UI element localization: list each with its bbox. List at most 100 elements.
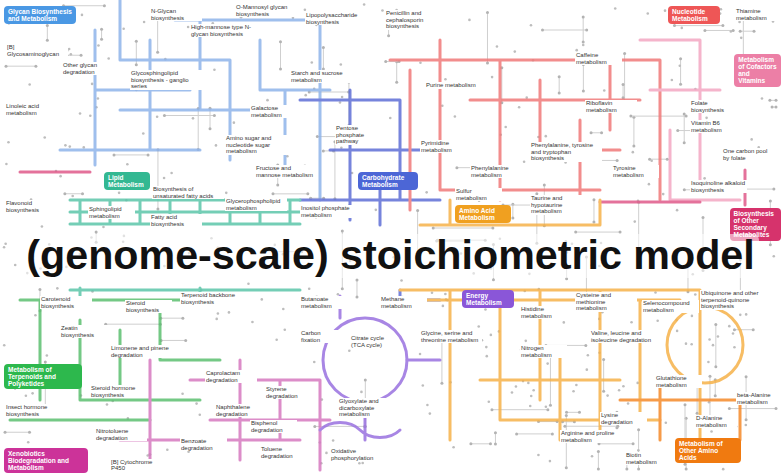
compound-dot [82, 146, 85, 149]
compound-dot [625, 468, 628, 471]
compound-dot [656, 319, 659, 322]
pathway-label: Amino sugar and nucleotide sugar metabol… [225, 135, 297, 155]
category-box: Energy Metabolism [462, 290, 514, 308]
pathway-label: Fatty acid biosynthesis [150, 214, 202, 227]
compound-dot [630, 321, 633, 324]
compound-dot [574, 231, 577, 234]
compound-dot [454, 115, 457, 118]
compound-dot [97, 44, 100, 47]
compound-dot [355, 279, 358, 282]
pathway-label: Fructose and mannose metabolism [255, 165, 317, 178]
compound-dot [340, 63, 343, 66]
compound-dot [646, 12, 649, 15]
compound-dot [485, 346, 488, 349]
compound-dot [3, 246, 6, 249]
compound-dot [486, 11, 489, 14]
category-name: Energy Metabolism [466, 292, 510, 306]
compound-dot [118, 192, 121, 195]
grey-link [680, 59, 681, 84]
pathway-label: Butanoate metabolism [300, 296, 347, 309]
compound-dot [68, 48, 71, 51]
compound-dot [107, 57, 110, 60]
compound-dot [572, 390, 575, 393]
compound-dot [126, 163, 129, 166]
compound-dot [228, 311, 231, 314]
compound-dot [28, 431, 31, 434]
compound-dot [360, 391, 363, 394]
grey-link [715, 324, 716, 366]
pathway-label: Biotin metabolism [625, 452, 667, 465]
pathway-label: Histidine metabolism [520, 306, 567, 319]
compound-dot [685, 468, 688, 471]
compound-dot [395, 81, 398, 84]
pathway-label: Glycosphingolipid biosynthesis - ganglio… [130, 70, 202, 90]
category-name: Glycan Biosynthesis and Metabolism [8, 8, 72, 22]
pathway-label: Lysine degradation [600, 412, 647, 425]
pathway-label: Caffeine metabolism [575, 52, 622, 65]
pathway-label: Pyrimidine metabolism [420, 140, 472, 153]
compound-dot [213, 68, 216, 71]
compound-dot [444, 78, 447, 81]
grey-link [593, 200, 594, 222]
compound-dot [673, 24, 676, 27]
category-name: Nucleotide Metabolism [672, 8, 716, 22]
compound-dot [492, 278, 495, 281]
compound-dot [142, 132, 145, 135]
pathway-label: Purine metabolism [425, 82, 477, 89]
compound-dot [332, 439, 335, 442]
compound-dot [650, 159, 653, 162]
compound-dot [591, 455, 594, 458]
compound-dot [543, 184, 546, 187]
compound-dot [494, 431, 497, 434]
compound-dot [198, 413, 201, 416]
category-name: Metabolism of Other Amino Acids [679, 440, 737, 461]
grey-link [633, 117, 634, 146]
compound-dot [71, 195, 74, 198]
compound-dot [633, 220, 636, 223]
glycan-lines [60, 0, 330, 200]
pathway-label: [B] Glycosaminoglycan [6, 44, 68, 57]
compound-dot [91, 83, 94, 86]
compound-dot [308, 288, 311, 291]
compound-dot [582, 44, 585, 47]
compound-dot [100, 28, 103, 31]
grey-link [106, 324, 161, 325]
overlay-title: (genome-scale) stoichiometric model [22, 234, 758, 277]
compound-dot [106, 403, 109, 406]
compound-dot [163, 177, 166, 180]
compound-dot [745, 313, 748, 316]
compound-dot [707, 361, 710, 364]
grey-link [567, 412, 580, 413]
category-box: Carbohydrate Metabolism [358, 172, 418, 190]
grey-link [734, 329, 753, 330]
compound-dot [166, 448, 169, 451]
compound-dot [147, 153, 150, 156]
compound-dot [275, 338, 278, 341]
compound-dot [363, 3, 366, 6]
compound-dot [429, 412, 432, 415]
compound-dot [102, 226, 105, 229]
grey-link [623, 84, 624, 97]
compound-dot [70, 53, 73, 56]
pathway-label: Other glycan degradation [62, 62, 114, 75]
compound-dot [750, 138, 753, 141]
pathway-label: Taurine and hypotaurine metabolism [530, 195, 592, 215]
pathway-label: Isoquinoline alkaloid biosynthesis [690, 180, 747, 193]
compound-dot [271, 192, 274, 195]
compound-dot [389, 117, 392, 120]
grey-link [517, 433, 553, 434]
pathway-label: Carbon fixation [300, 330, 342, 343]
compound-dot [276, 183, 279, 186]
compound-dot [637, 468, 640, 471]
compound-dot [683, 188, 686, 191]
compound-dot [558, 91, 561, 94]
compound-dot [733, 346, 736, 349]
compound-dot [387, 34, 390, 37]
pathway-label: Selenocompound metabolism [642, 300, 699, 313]
compound-dot [184, 339, 187, 342]
compound-dot [31, 392, 34, 395]
compound-dot [592, 198, 595, 201]
compound-dot [549, 404, 552, 407]
compound-dot [361, 462, 364, 465]
